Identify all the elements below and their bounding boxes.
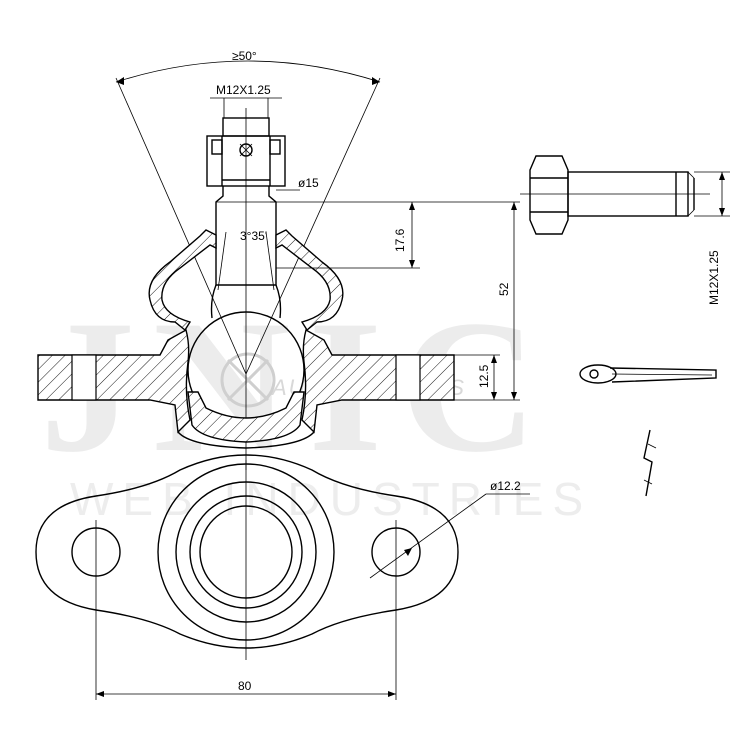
angle-label: ≥50° [232,49,257,63]
taper-angle-label: 3°35' [240,229,267,243]
shank-diameter-label: ø15 [298,176,319,190]
watermark-logo-icon [220,352,276,408]
thread-top-label: M12X1.25 [216,83,271,97]
hole-spacing-label: 80 [238,679,252,693]
section-marker-icon [643,429,657,497]
plan-view [35,454,530,700]
section-view [37,60,520,470]
hole-diameter-label: ø12.2 [490,479,521,493]
height-flange-label: 12.5 [477,364,491,388]
height-total-label: 52 [497,282,511,296]
bolt-view [520,155,730,235]
bolt-thread-label: M12X1.25 [707,250,721,305]
height-taper-label: 17.6 [393,228,407,252]
cotter-pin-icon [579,364,717,384]
